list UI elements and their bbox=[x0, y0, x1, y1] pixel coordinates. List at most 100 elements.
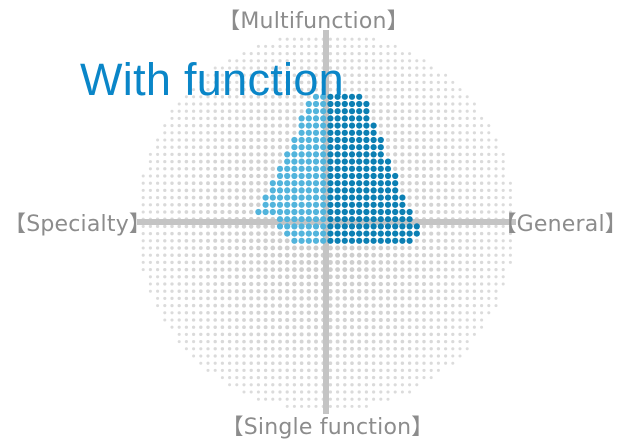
sphere-dot bbox=[393, 361, 397, 365]
sphere-dot bbox=[458, 123, 462, 128]
sphere-dot bbox=[436, 332, 441, 337]
sphere-dot bbox=[292, 354, 297, 358]
highlight-dot bbox=[298, 216, 305, 223]
sphere-dot bbox=[307, 73, 311, 77]
sphere-dot bbox=[400, 318, 405, 322]
sphere-dot bbox=[242, 123, 246, 128]
sphere-dot bbox=[163, 138, 167, 142]
highlight-dot bbox=[370, 172, 377, 180]
highlight-dot bbox=[305, 223, 312, 230]
highlight-dot bbox=[327, 194, 334, 201]
sphere-dot bbox=[270, 94, 275, 99]
highlight-dot bbox=[320, 136, 327, 144]
sphere-dot bbox=[371, 267, 376, 272]
sphere-dot bbox=[407, 318, 412, 322]
sphere-dot bbox=[299, 325, 304, 330]
highlight-dot bbox=[334, 208, 341, 216]
sphere-dot bbox=[198, 260, 203, 265]
sphere-dot bbox=[378, 339, 383, 344]
sphere-dot bbox=[378, 318, 383, 322]
sphere-dot bbox=[314, 404, 318, 408]
sphere-dot bbox=[241, 289, 247, 294]
sphere-dot bbox=[163, 253, 167, 257]
sphere-dot bbox=[313, 267, 319, 272]
sphere-dot bbox=[436, 339, 441, 344]
sphere-dot bbox=[249, 159, 254, 164]
sphere-dot bbox=[422, 368, 426, 372]
highlight-dot bbox=[341, 136, 348, 144]
sphere-dot bbox=[170, 311, 174, 315]
highlight-dot bbox=[262, 208, 269, 216]
sphere-dot bbox=[249, 267, 254, 272]
sphere-dot bbox=[487, 246, 491, 250]
sphere-dot bbox=[156, 289, 160, 293]
highlight-dot bbox=[384, 194, 392, 201]
sphere-dot bbox=[220, 274, 225, 279]
highlight-dot bbox=[305, 216, 312, 223]
sphere-dot bbox=[299, 288, 304, 294]
highlight-dot bbox=[370, 158, 377, 165]
highlight-dot bbox=[392, 201, 399, 208]
sphere-dot bbox=[328, 267, 333, 272]
highlight-dot bbox=[363, 180, 370, 187]
sphere-dot bbox=[407, 354, 412, 358]
sphere-dot bbox=[494, 304, 498, 308]
sphere-dot bbox=[191, 116, 196, 121]
sphere-dot bbox=[328, 383, 333, 387]
highlight-dot bbox=[298, 158, 305, 165]
sphere-dot bbox=[206, 166, 210, 171]
highlight-dot bbox=[363, 230, 370, 237]
sphere-dot bbox=[421, 209, 427, 215]
sphere-dot bbox=[270, 137, 275, 143]
sphere-dot bbox=[263, 87, 268, 92]
sphere-dot bbox=[220, 282, 225, 286]
sphere-dot bbox=[177, 260, 181, 265]
sphere-dot bbox=[400, 80, 405, 85]
sphere-dot bbox=[436, 267, 441, 272]
sphere-dot bbox=[443, 181, 448, 186]
sphere-dot bbox=[385, 130, 391, 135]
sphere-dot bbox=[184, 159, 189, 164]
sphere-dot bbox=[422, 159, 426, 164]
sphere-dot bbox=[487, 138, 491, 142]
sphere-dot bbox=[364, 296, 369, 301]
sphere-dot bbox=[220, 166, 225, 171]
highlight-dot bbox=[334, 180, 341, 187]
sphere-dot bbox=[436, 289, 441, 294]
sphere-dot bbox=[443, 289, 448, 294]
sphere-dot bbox=[206, 145, 210, 150]
sphere-dot bbox=[465, 138, 469, 142]
sphere-dot bbox=[393, 310, 398, 315]
sphere-dot bbox=[306, 245, 312, 251]
sphere-dot bbox=[328, 317, 333, 323]
sphere-dot bbox=[335, 310, 340, 315]
sphere-dot bbox=[227, 102, 232, 106]
sphere-dot bbox=[206, 152, 210, 157]
sphere-dot bbox=[213, 260, 218, 265]
sphere-dot bbox=[335, 288, 340, 294]
sphere-dot bbox=[249, 245, 254, 251]
sphere-dot bbox=[191, 296, 196, 301]
sphere-dot bbox=[227, 325, 232, 330]
sphere-dot bbox=[421, 195, 427, 200]
sphere-dot bbox=[184, 174, 189, 178]
sphere-dot bbox=[422, 318, 426, 322]
sphere-dot bbox=[277, 145, 283, 150]
sphere-dot bbox=[306, 281, 312, 287]
sphere-dot bbox=[349, 281, 355, 287]
sphere-dot bbox=[378, 252, 384, 258]
sphere-dot bbox=[342, 259, 348, 265]
sphere-dot bbox=[313, 252, 319, 258]
sphere-dot bbox=[234, 224, 239, 229]
sphere-dot bbox=[422, 73, 426, 77]
sphere-dot bbox=[306, 354, 311, 358]
sphere-dot bbox=[220, 95, 225, 99]
highlight-dot bbox=[377, 172, 384, 180]
sphere-dot bbox=[422, 66, 426, 70]
sphere-dot bbox=[220, 296, 225, 301]
sphere-dot bbox=[479, 239, 484, 243]
sphere-dot bbox=[414, 281, 419, 287]
sphere-dot bbox=[292, 73, 297, 77]
sphere-dot bbox=[227, 361, 232, 365]
highlight-dot bbox=[356, 93, 363, 100]
